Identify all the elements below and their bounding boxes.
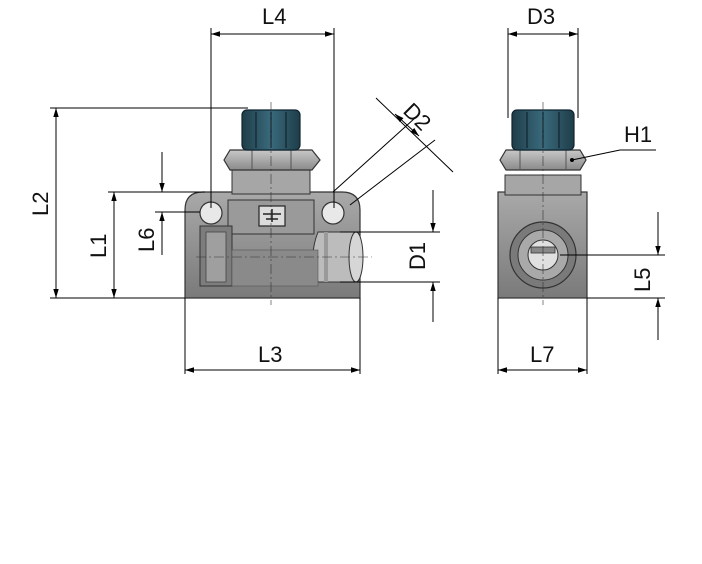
- label-H1: H1: [624, 122, 652, 147]
- front-dimensions: [50, 28, 454, 374]
- label-L1: L1: [86, 234, 111, 258]
- label-L3: L3: [258, 342, 282, 367]
- front-view: [184, 102, 372, 305]
- hex-nut: [223, 149, 321, 171]
- dimension-labels: L4 D3 H1 L3 L7 L2 L1 L6 D1 L5 D2: [28, 4, 655, 367]
- label-D1: D1: [405, 242, 430, 270]
- label-L4: L4: [262, 4, 286, 29]
- side-dimensions: [497, 28, 665, 374]
- label-D3: D3: [527, 4, 555, 29]
- label-L7: L7: [530, 342, 554, 367]
- label-L5: L5: [630, 268, 655, 292]
- label-D2: D2: [398, 98, 436, 136]
- side-view: [497, 102, 588, 305]
- label-L2: L2: [28, 192, 53, 216]
- right-mounting-hole: [321, 201, 345, 225]
- label-L6: L6: [134, 228, 159, 252]
